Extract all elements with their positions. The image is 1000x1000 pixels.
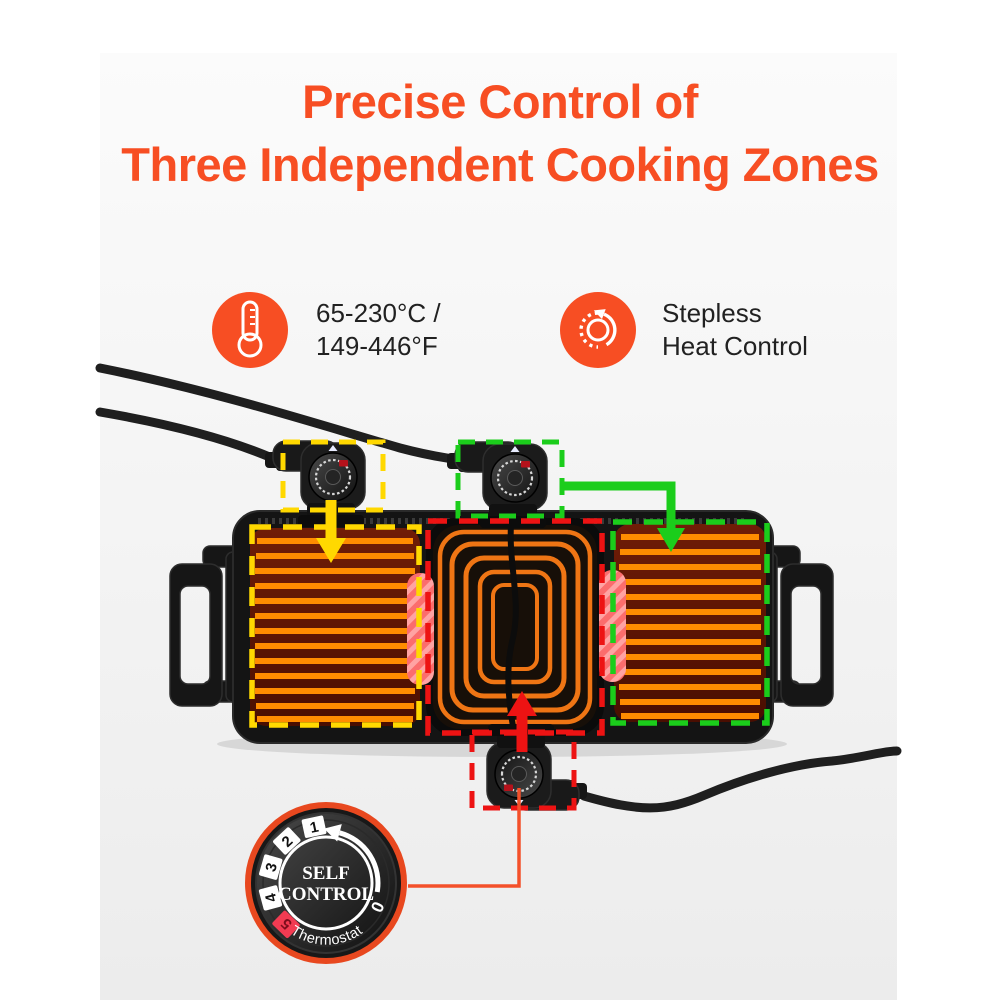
green-controller-box (455, 439, 565, 519)
green-arrow-head (657, 528, 685, 552)
cable-center-controller (95, 363, 457, 464)
thermometer-ticks (250, 309, 255, 325)
temp-range-celsius: 65-230°C / (316, 298, 441, 328)
yellow-arrow-head (316, 538, 346, 563)
heat-dial-icon (579, 309, 617, 349)
heat-control-line2: Heat Control (662, 331, 808, 361)
heat-control-line1: Stepless (662, 298, 762, 328)
dial-rotation-arc (338, 830, 381, 893)
cable-bottom-controller (579, 746, 902, 813)
dial-center-ring (278, 835, 374, 931)
right-grill-zone (614, 524, 766, 722)
green-zone-box (610, 519, 770, 726)
thermometer-icon (237, 300, 263, 358)
green-annotations (455, 439, 770, 726)
cable-left-controller (95, 407, 277, 463)
feature-temperature-text: 65-230°C / 149-446°F (316, 297, 441, 363)
title-line-2: Three Independent Cooking Zones (121, 138, 879, 191)
red-arrow-head (507, 691, 537, 716)
dial-label-self: SELF (302, 863, 350, 884)
dial-scale-numbers: 1 2 3 4 5 (258, 815, 327, 939)
yellow-zone-box (249, 524, 422, 728)
center-griddle-zone (426, 511, 604, 743)
right-heating-stripes (619, 534, 761, 719)
power-cables (95, 363, 902, 813)
probe-wire (505, 511, 519, 743)
left-grill-zone (250, 528, 420, 726)
page-title: Precise Control of Three Independent Coo… (0, 70, 1000, 196)
feature-heat-text: Stepless Heat Control (662, 297, 808, 363)
yellow-annotations (249, 439, 422, 728)
dial-number-1: 1 (308, 819, 320, 837)
title-line-1: Precise Control of (302, 75, 698, 128)
dial-rotation-arrow-head (324, 824, 342, 842)
feature-stepless-heat: Stepless Heat Control (560, 292, 808, 368)
dial-callout-line (408, 788, 521, 888)
thermostat-dial-closeup: SELF CONTROL 1 2 3 4 5 Thermostat 0 (245, 802, 407, 964)
dial-label-control: CONTROL (278, 884, 374, 905)
temp-range-fahrenheit: 149-446°F (316, 331, 438, 361)
green-arrow-elbow (563, 481, 676, 530)
red-controller-box (469, 729, 577, 811)
heat-dial-badge (560, 292, 636, 368)
thermometer-badge (212, 292, 288, 368)
red-annotations (425, 518, 605, 811)
feature-temperature-range: 65-230°C / 149-446°F (212, 292, 441, 368)
